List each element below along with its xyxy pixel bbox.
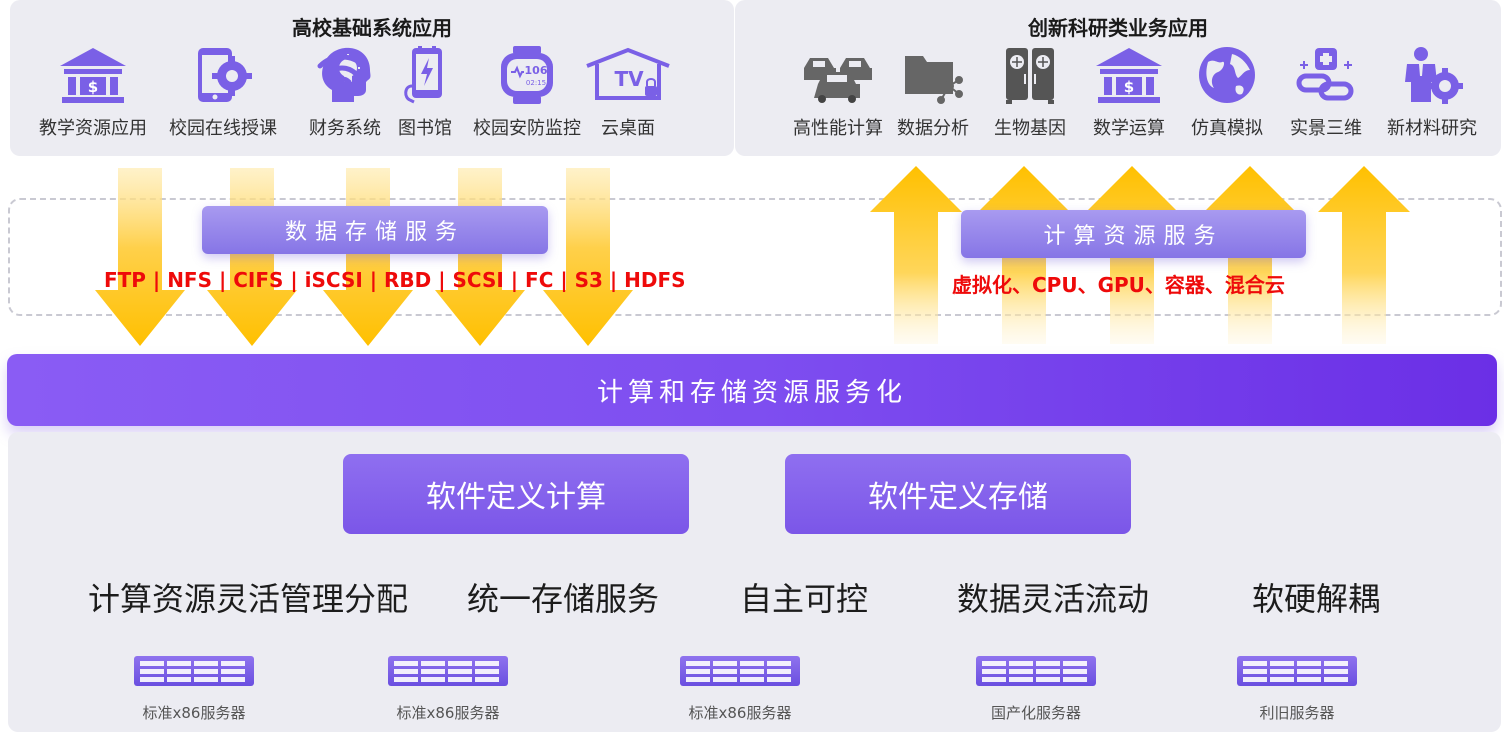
server-label: 标准x86服务器	[396, 704, 500, 722]
up-arrow-5	[1318, 166, 1410, 344]
campus-item-library-real: 图书馆	[393, 46, 457, 140]
svg-text:$: $	[1124, 78, 1134, 96]
service-layer-bar: 计算和存储资源服务化	[7, 354, 1497, 426]
server-rack-icon	[134, 656, 254, 686]
campus-item-label: 校园安防监控	[473, 118, 581, 139]
server-rack-icon	[1237, 656, 1357, 686]
compute-service-box: 计算资源服务	[961, 210, 1306, 258]
compute-features: 虚拟化、CPU、GPU、容器、混合云	[952, 273, 1285, 297]
server-1: 标准x86服务器	[134, 656, 254, 723]
bank-icon: $	[1096, 48, 1162, 103]
research-item-label: 数学运算	[1093, 118, 1165, 139]
server-label: 国产化服务器	[990, 704, 1081, 722]
server-rack-icon	[388, 656, 508, 686]
globe-icon	[1199, 47, 1255, 103]
feature-self-controllable: 自主可控	[740, 580, 869, 618]
feature-data-flow: 数据灵活流动	[957, 580, 1150, 618]
feature-decoupling: 软硬解耦	[1252, 580, 1381, 618]
server-rack-icon	[976, 656, 1096, 686]
research-item-new-materials: 新材料研究	[1380, 46, 1484, 140]
research-item-label: 新材料研究	[1387, 118, 1477, 139]
server-label: 利旧服务器	[1259, 704, 1335, 722]
down-arrow-3	[323, 168, 413, 346]
server-3: 标准x86服务器	[680, 656, 800, 723]
research-item-label: 高性能计算	[793, 118, 883, 139]
chain-plus-icon	[1296, 48, 1354, 101]
services-band	[8, 198, 1502, 316]
campus-item-security: 106 02:15 校园安防监控	[462, 46, 592, 140]
storage-protocols: FTP | NFS | CIFS | iSCSI | RBD | SCSI | …	[104, 268, 686, 292]
down-arrow-2	[207, 168, 297, 346]
bank-icon: $	[60, 48, 126, 103]
research-item-math: $ 数学运算	[1084, 46, 1174, 140]
campus-item-label: 教学资源应用	[39, 118, 147, 139]
down-arrow-1	[95, 168, 185, 346]
campus-item-label: 图书馆	[398, 118, 452, 139]
watch-value: 106	[525, 64, 548, 77]
software-defined-storage: 软件定义存储	[785, 454, 1131, 534]
campus-item-label: 云桌面	[601, 118, 655, 139]
campus-apps-title: 高校基础系统应用	[292, 16, 452, 40]
research-apps-title: 创新科研类业务应用	[1028, 16, 1208, 40]
phone-charging-icon	[404, 46, 442, 104]
research-item-data-analysis: 数据分析	[890, 46, 976, 140]
feature-flexible-allocation: 计算资源灵活管理分配	[88, 580, 409, 618]
server-2: 标准x86服务器	[388, 656, 508, 723]
research-item-label: 实景三维	[1290, 118, 1362, 139]
research-item-bio-gene: 生物基因	[985, 46, 1075, 140]
down-arrow-5	[543, 168, 633, 346]
folder-network-icon	[905, 56, 963, 104]
campus-item-label: 财务系统	[309, 118, 381, 139]
campus-item-teaching: $ 教学资源应用	[30, 46, 156, 140]
feature-unified-storage: 统一存储服务	[467, 580, 660, 618]
software-defined-compute: 软件定义计算	[343, 454, 689, 534]
fridge-icon	[1006, 48, 1054, 104]
smartwatch-icon: 106 02:15	[501, 46, 553, 104]
server-5: 利旧服务器	[1237, 656, 1357, 723]
person-gear-icon	[1405, 47, 1463, 104]
tv-text: TV	[614, 67, 644, 91]
research-item-3d: 实景三维	[1281, 46, 1371, 140]
server-4: 国产化服务器	[976, 656, 1096, 723]
server-rack-icon	[680, 656, 800, 686]
down-arrow-4	[435, 168, 525, 346]
watch-time: 02:15	[526, 79, 546, 87]
wifi-icon	[317, 54, 367, 94]
campus-item-cloud-desktop: TV 云桌面	[580, 46, 676, 140]
server-label: 标准x86服务器	[688, 704, 792, 722]
research-item-simulation: 仿真模拟	[1182, 46, 1272, 140]
tablet-gear-icon	[198, 48, 252, 102]
campus-item-online-class: 校园在线授课	[160, 46, 286, 140]
up-arrow-1	[870, 166, 962, 344]
server-label: 标准x86服务器	[142, 704, 246, 722]
campus-item-label: 校园在线授课	[169, 118, 277, 139]
svg-text:$: $	[88, 78, 98, 96]
research-item-hpc: 高性能计算	[786, 46, 890, 140]
research-item-label: 生物基因	[994, 118, 1066, 139]
cars-icon	[804, 58, 872, 103]
campus-wifi-holder	[316, 52, 368, 100]
campus-apps-panel: 高校基础系统应用	[10, 0, 734, 156]
research-item-label: 数据分析	[897, 118, 969, 139]
research-item-label: 仿真模拟	[1191, 118, 1263, 139]
storage-service-box: 数据存储服务	[202, 206, 548, 254]
house-tv-icon: TV	[586, 47, 670, 100]
